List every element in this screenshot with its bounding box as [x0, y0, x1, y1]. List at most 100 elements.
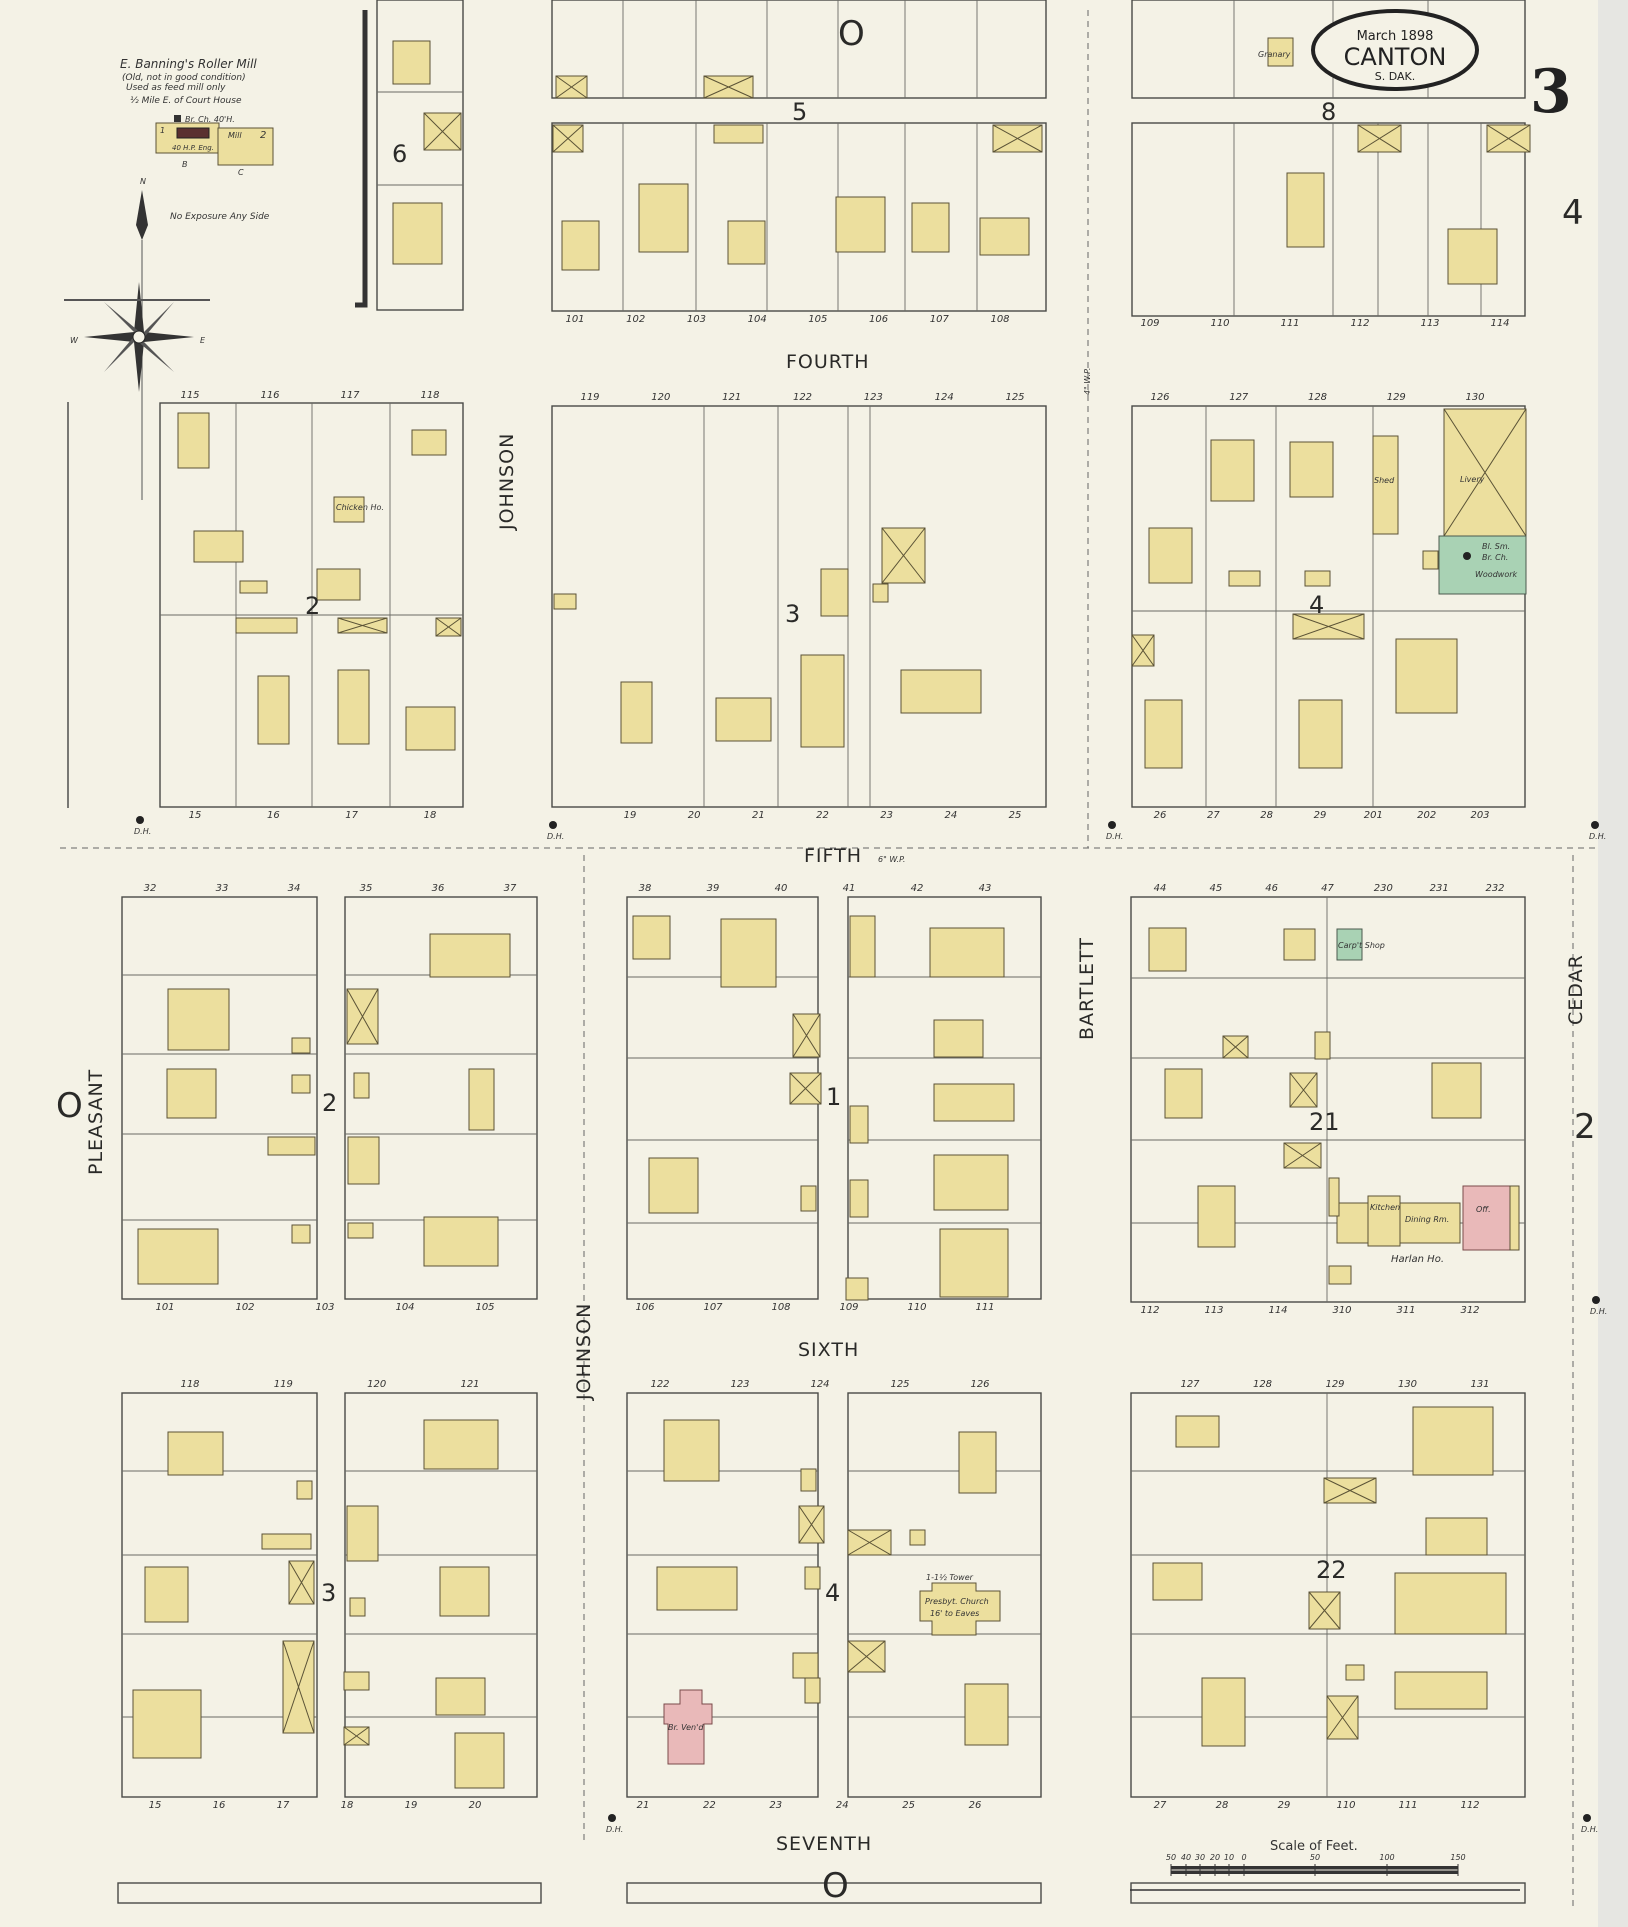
dwelling	[632, 915, 671, 960]
lot-number: 112	[1460, 1800, 1479, 1811]
city-block	[626, 1882, 1042, 1904]
dwelling	[1304, 570, 1331, 587]
dwelling	[257, 675, 290, 745]
dwelling	[337, 669, 370, 745]
lot-number: 19	[624, 810, 637, 821]
outbuilding	[423, 112, 462, 151]
dwelling	[1447, 228, 1498, 285]
buildings	[132, 40, 1531, 1789]
dwelling	[439, 1566, 490, 1617]
dwelling	[261, 1533, 312, 1550]
lot-number: 23	[769, 1800, 782, 1811]
lot-number: 116	[260, 390, 279, 401]
block-number: 3	[785, 600, 800, 628]
lot-number: 23	[880, 810, 893, 821]
inset-exposure: No Exposure Any Side	[170, 212, 270, 222]
dwelling	[316, 568, 361, 601]
dwelling	[239, 580, 268, 594]
lot-number: 109	[1140, 318, 1159, 329]
label-brveneer: Br. Ven'd	[668, 1723, 704, 1732]
lot-number: 108	[990, 314, 1009, 325]
dwelling	[347, 1136, 380, 1185]
dwelling	[979, 217, 1030, 256]
lot-number: 122	[650, 1379, 669, 1390]
label-dining: Dining Rm.	[1405, 1215, 1449, 1224]
label-chicken: Chicken Ho.	[336, 503, 384, 512]
lot-number: 101	[565, 314, 584, 325]
dwelling	[1197, 1185, 1236, 1248]
dwelling	[713, 124, 764, 144]
lot-number: 29	[1278, 1800, 1291, 1811]
lot-number: 121	[722, 392, 741, 403]
lot-number: 129	[1387, 392, 1406, 403]
lot-number: 46	[1265, 883, 1278, 894]
scale-tick: 10	[1224, 1853, 1234, 1862]
city-block	[121, 896, 318, 1300]
inset-border	[355, 10, 368, 308]
shop-green	[1438, 535, 1527, 595]
dwelling	[1289, 441, 1334, 498]
lot-number: 113	[1420, 318, 1439, 329]
lot-number: 112	[1140, 1305, 1159, 1316]
block-number: 3	[321, 1579, 336, 1607]
compass-e: E	[200, 336, 206, 345]
lot-number: 17	[345, 810, 358, 821]
dwelling	[193, 530, 244, 563]
lot-number: 44	[1154, 883, 1167, 894]
dwelling	[349, 1597, 366, 1617]
lot-number: 127	[1229, 392, 1249, 403]
hydrant-icon	[549, 821, 557, 829]
hydrant-label: D.H.	[1589, 832, 1606, 841]
outbuilding	[1131, 634, 1155, 667]
hydrant-label: D.H.	[606, 1825, 623, 1834]
lot-number: 33	[216, 883, 229, 894]
city-block	[551, 122, 1047, 312]
hydrants: D.H.D.H.D.H.D.H.D.H.D.H.D.H.	[134, 816, 1607, 1834]
dwelling	[1148, 527, 1193, 584]
lot-number: 45	[1209, 883, 1222, 894]
lot-number: 201	[1364, 810, 1383, 821]
lot-number: 111	[1280, 318, 1299, 329]
city-block	[159, 402, 464, 808]
dwelling	[561, 220, 600, 271]
dwelling	[1314, 1031, 1331, 1060]
scale-tick: 30	[1195, 1853, 1205, 1862]
dwelling	[835, 196, 886, 253]
inset-roller-mill: E. Banning's Roller Mill (Old, not in go…	[120, 57, 274, 222]
dwelling	[1425, 1517, 1488, 1556]
fire-hydrant: D.H.	[547, 821, 564, 841]
lot-number: 29	[1314, 810, 1327, 821]
outbuilding	[552, 124, 584, 153]
dwelling	[553, 593, 577, 610]
dwelling	[911, 202, 950, 253]
lot-number: 119	[274, 1379, 293, 1390]
inset-line1: (Old, not in good condition)	[122, 73, 246, 83]
fire-hydrant: D.H.	[1106, 821, 1123, 841]
dwelling	[1201, 1677, 1246, 1747]
outbuilding	[1283, 1142, 1322, 1169]
lot-number: 230	[1374, 883, 1393, 894]
dwelling	[800, 654, 845, 748]
block-number: 4	[1309, 591, 1324, 619]
dwelling	[1210, 439, 1255, 502]
inset-location: ½ Mile E. of Court House	[130, 96, 242, 106]
boiler-icon	[176, 127, 210, 139]
hydrant-icon	[136, 816, 144, 824]
label-livery: Livery	[1460, 475, 1485, 484]
outbuilding	[992, 124, 1043, 153]
lot-number: 103	[315, 1302, 334, 1313]
lot-number: 16	[213, 1800, 226, 1811]
lot-number: 114	[1268, 1305, 1287, 1316]
dwelling	[423, 1419, 499, 1470]
adjoining-sheet-2: 2	[1574, 1107, 1596, 1147]
lot-number: 128	[1253, 1379, 1272, 1390]
outbuilding	[1323, 1477, 1377, 1504]
city-block	[376, 0, 464, 311]
lot-number: 124	[935, 392, 954, 403]
dwelling	[177, 412, 210, 469]
scale-tick: 100	[1379, 1853, 1394, 1862]
lot-number: 38	[639, 883, 652, 894]
outbuilding	[847, 1640, 886, 1673]
dwelling	[1394, 1572, 1507, 1635]
